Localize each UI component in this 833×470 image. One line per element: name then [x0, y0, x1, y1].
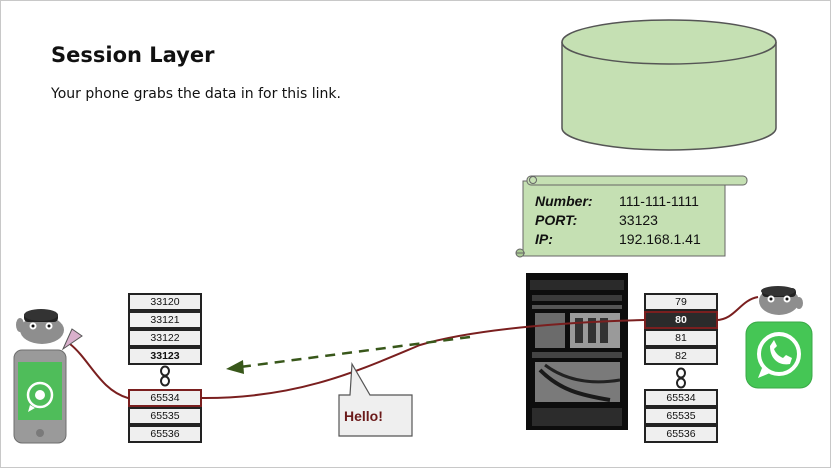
whatsapp-phone-icon — [13, 349, 67, 444]
port-cell: 33122 — [128, 329, 202, 347]
port-cell-linked: 65534 — [128, 389, 202, 407]
port-cell: 79 — [644, 293, 718, 311]
slide-subtitle: Your phone grabs the data in for this li… — [51, 86, 341, 102]
ip-value: 192.168.1.41 — [619, 231, 701, 247]
database-cylinder-icon — [561, 19, 777, 151]
port-cell: 65534 — [644, 389, 718, 407]
gopher-mascot-icon — [16, 309, 64, 344]
server-rack-photo — [526, 273, 628, 430]
data-flow-arrow — [226, 335, 471, 374]
gopher-mascot-icon — [759, 286, 803, 315]
hello-callout-text: Hello! — [344, 408, 383, 424]
port-cell: 65535 — [644, 407, 718, 425]
port-value: 33123 — [619, 212, 658, 228]
port-cell: 33121 — [128, 311, 202, 329]
record-scroll — [515, 175, 748, 258]
right-chain-link-icon — [676, 367, 686, 389]
port-cell: 65536 — [644, 425, 718, 443]
hello-callout-bubble — [338, 361, 413, 437]
slide-title: Session Layer — [51, 43, 215, 67]
ip-label: IP: — [535, 231, 553, 247]
port-cell: 81 — [644, 329, 718, 347]
number-label: Number: — [535, 193, 593, 209]
port-cell-active: 33123 — [128, 347, 202, 365]
number-value: 111-111-1111 — [619, 193, 699, 209]
port-cell-linked: 80 — [644, 311, 718, 329]
port-cell: 65535 — [128, 407, 202, 425]
port-cell: 33120 — [128, 293, 202, 311]
port-label: PORT: — [535, 212, 578, 228]
port-cell: 82 — [644, 347, 718, 365]
port-cell: 65536 — [128, 425, 202, 443]
left-chain-link-icon — [160, 365, 170, 387]
whatsapp-app-icon — [745, 321, 813, 389]
link-end-triangle — [61, 328, 83, 351]
